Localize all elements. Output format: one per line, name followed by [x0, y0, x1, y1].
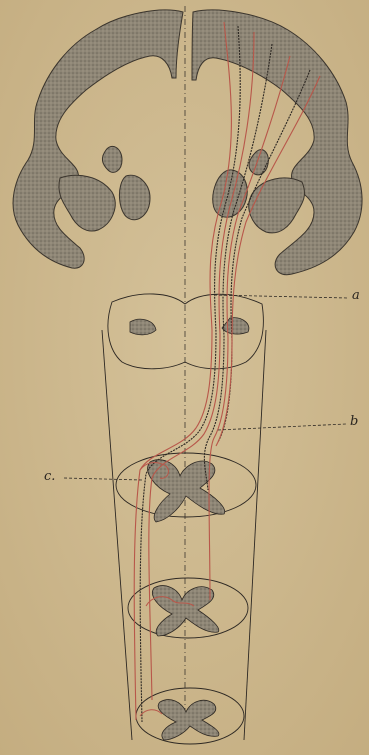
label-b: b: [350, 415, 358, 428]
label-c: c.: [44, 470, 55, 483]
label-a: a: [352, 289, 360, 302]
